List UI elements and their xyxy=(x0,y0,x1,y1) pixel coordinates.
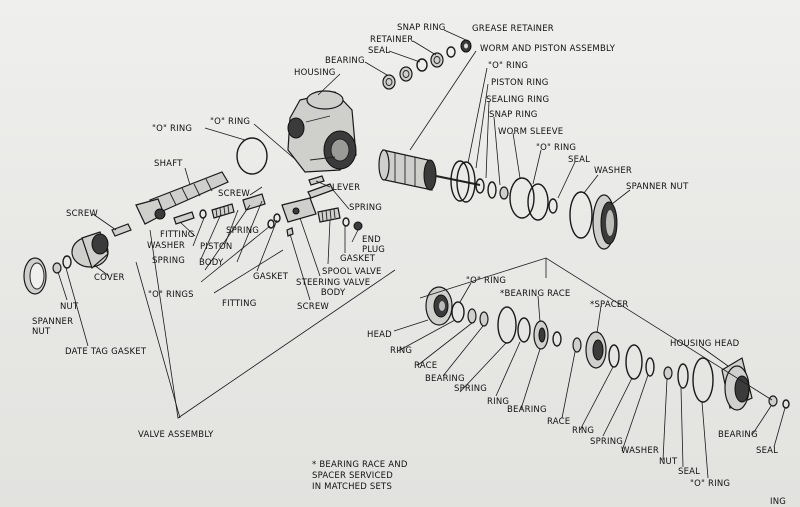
label-bearing-2: BEARING xyxy=(507,405,547,415)
label-o-ring-4: "O" RING xyxy=(690,479,731,489)
label-o-ring-1: "O" RING xyxy=(488,61,529,71)
label-nut-2: NUT xyxy=(659,457,678,467)
label-body: BODY xyxy=(199,258,224,268)
label-head: HEAD xyxy=(367,330,392,340)
label-washer-2: WASHER xyxy=(621,446,660,456)
label-worm-sleeve: WORM SLEEVE xyxy=(498,127,564,137)
label-o-ring-2: "O" RING xyxy=(536,143,577,153)
label-sealing-ring: SEALING RING xyxy=(486,95,550,105)
label-spanner-nut-left: SPANNER NUT xyxy=(32,317,74,337)
label-spring-mid: SPRING xyxy=(349,203,383,213)
shaft-part xyxy=(135,171,229,225)
nut-part xyxy=(52,262,62,274)
label-bearing-1: BEARING xyxy=(425,374,465,384)
label-ring-2: RING xyxy=(487,397,510,407)
label-spool-valve: SPOOL VALVE xyxy=(322,267,382,277)
label-screw-bottom: SCREW xyxy=(297,302,330,312)
label-housing-head: HOUSING HEAD xyxy=(670,339,740,349)
label-snap-ring-top: SNAP RING xyxy=(397,23,446,33)
label-washer-left: WASHER xyxy=(147,241,186,251)
label-piston: PISTON xyxy=(200,242,233,252)
label-o-ring-3: "O" RING xyxy=(466,276,507,286)
label-fitting-1: FITTING xyxy=(160,230,195,240)
label-lever: LEVER xyxy=(332,183,361,193)
o-ring-large xyxy=(236,137,268,175)
label-spring-2: SPRING xyxy=(226,226,260,236)
housing-part xyxy=(287,90,357,173)
label-ring-3: RING xyxy=(572,426,595,436)
leader-lines xyxy=(57,29,786,479)
spanner-nut-left-part xyxy=(23,257,47,295)
label-steering-valve-body: STEERING VALVE BODY xyxy=(296,278,371,298)
label-seal-4: SEAL xyxy=(756,446,779,456)
label-seal-2: SEAL xyxy=(568,155,591,165)
label-seal-3: SEAL xyxy=(678,467,701,477)
label-housing: HOUSING xyxy=(294,68,336,78)
label-spring-left: SPRING xyxy=(152,256,186,266)
label-shaft: SHAFT xyxy=(154,159,183,169)
worm-piston-part xyxy=(378,149,481,203)
label-grease-retainer: GREASE RETAINER xyxy=(472,24,554,34)
label-spring-4: SPRING xyxy=(590,437,624,447)
label-spanner-nut-top: SPANNER NUT xyxy=(626,182,689,192)
valve-small-parts xyxy=(173,175,363,237)
label-race-1: RACE xyxy=(414,361,438,371)
label-ring-1: RING xyxy=(390,346,413,356)
corner-fragment: ING xyxy=(770,497,787,507)
label-snap-ring-2: SNAP RING xyxy=(489,110,538,120)
worm-rings xyxy=(475,177,593,239)
label-retainer: RETAINER xyxy=(370,35,414,45)
label-spacer: *SPACER xyxy=(590,300,629,310)
label-gasket-1: GASKET xyxy=(340,254,376,264)
label-spring-3: SPRING xyxy=(454,384,488,394)
cover-part xyxy=(71,231,109,270)
label-end-plug: END PLUG xyxy=(362,235,386,255)
gasket-part xyxy=(62,255,72,269)
label-worm-piston: WORM AND PISTON ASSEMBLY xyxy=(480,44,616,54)
label-screw-mid: SCREW xyxy=(218,189,251,199)
label-cover: COVER xyxy=(94,273,125,283)
lower-assembly-parts xyxy=(425,286,790,411)
label-date-tag-gasket: DATE TAG GASKET xyxy=(65,347,147,357)
label-o-rings: "O" RINGS xyxy=(148,290,194,300)
label-fitting-2: FITTING xyxy=(222,299,257,309)
label-bearing-top: BEARING xyxy=(325,56,365,66)
label-bearing-race: *BEARING RACE xyxy=(500,289,571,299)
label-piston-ring: PISTON RING xyxy=(491,78,549,88)
label-bearing-3: BEARING xyxy=(718,430,758,440)
label-washer-top: WASHER xyxy=(594,166,633,176)
label-nut-left: NUT xyxy=(60,302,79,312)
label-seal-top: SEAL xyxy=(368,46,391,56)
footnote: * BEARING RACE AND SPACER SERVICED IN MA… xyxy=(312,460,408,492)
label-gasket-2: GASKET xyxy=(253,272,289,282)
label-o-ring-left1: "O" RING xyxy=(152,124,193,134)
top-small-parts xyxy=(382,39,472,90)
screw-part xyxy=(111,223,132,237)
label-o-ring-left2: "O" RING xyxy=(210,117,251,127)
spanner-nut-top-part xyxy=(592,194,618,250)
label-screw-left: SCREW xyxy=(66,209,99,219)
label-race-2: RACE xyxy=(547,417,571,427)
valve-assembly-bracket xyxy=(149,229,396,419)
label-valve-assembly: VALVE ASSEMBLY xyxy=(138,430,214,440)
